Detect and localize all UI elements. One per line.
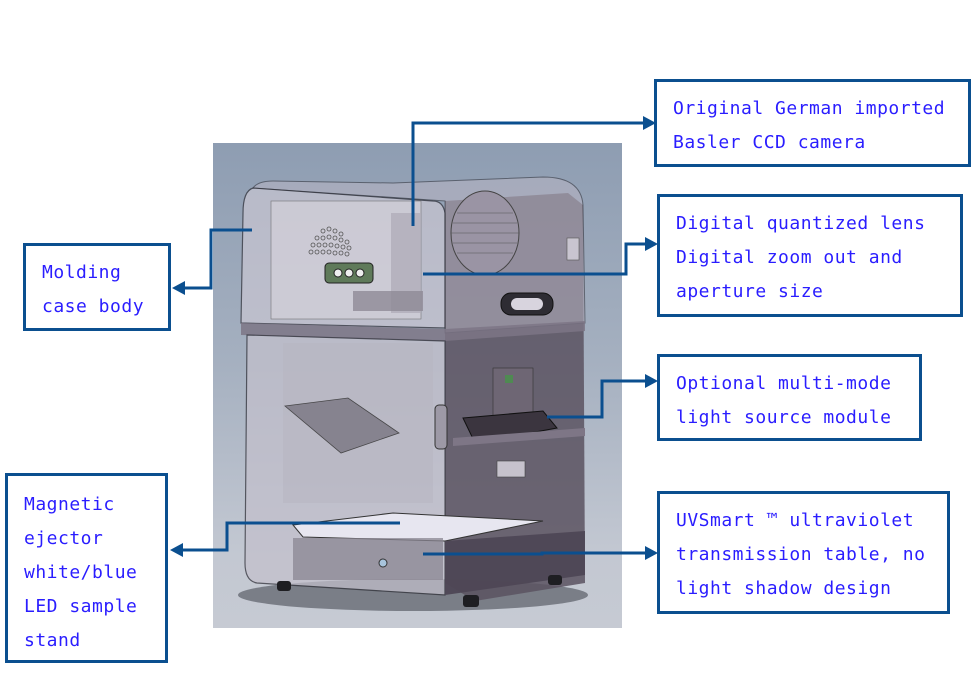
callout-text: transmission table, no (676, 544, 926, 565)
callout-lens: Digital quantized lens Digital zoom out … (657, 194, 963, 317)
callout-text: aperture size (676, 281, 824, 302)
light-source-module (462, 410, 558, 444)
power-switch-plate (496, 460, 526, 478)
callout-text: stand (24, 630, 81, 651)
cabinet-illustration (238, 176, 588, 611)
inner-light-box (284, 397, 400, 454)
callout-text: case body (42, 296, 145, 317)
shelf-rail (453, 428, 585, 446)
product-image (213, 143, 622, 628)
callout-text: Digital quantized lens (676, 213, 926, 234)
callout-text: white/blue (24, 562, 138, 583)
callout-text: Digital zoom out and (676, 247, 903, 268)
middle-ledge (241, 321, 585, 341)
callout-sample-stand: Magnetic ejector white/blue LED sample s… (5, 473, 168, 663)
callout-text: Molding (42, 262, 122, 283)
drawer-button (378, 558, 388, 568)
module-indicator (505, 375, 513, 383)
callout-case-body: Molding case body (23, 243, 171, 331)
side-handle-grip (511, 298, 543, 310)
callout-uv-table: UVSmart ™ ultraviolet transmission table… (657, 491, 950, 614)
foot (463, 595, 479, 607)
door-handle (434, 404, 448, 450)
callout-light-source: Optional multi-mode light source module (657, 354, 922, 441)
callout-camera: Original German imported Basler CCD came… (654, 79, 971, 167)
side-port (566, 237, 580, 261)
foot (548, 575, 562, 585)
lens-base (353, 291, 423, 311)
callout-text: ejector (24, 528, 104, 549)
callout-text: Original German imported (673, 98, 946, 119)
callout-text: Magnetic (24, 494, 115, 515)
arrowhead-case-body (172, 281, 185, 295)
vent-grill-left (308, 226, 352, 257)
callout-text: light source module (676, 407, 892, 428)
arrowhead-sample-stand (170, 543, 183, 557)
callout-text: light shadow design (676, 578, 892, 599)
callout-text: Optional multi-mode (676, 373, 892, 394)
callout-text: UVSmart ™ ultraviolet (676, 510, 915, 531)
callout-text: Basler CCD camera (673, 132, 866, 153)
callout-text: LED sample (24, 596, 138, 617)
sample-drawer (293, 538, 443, 580)
foot (277, 581, 291, 591)
